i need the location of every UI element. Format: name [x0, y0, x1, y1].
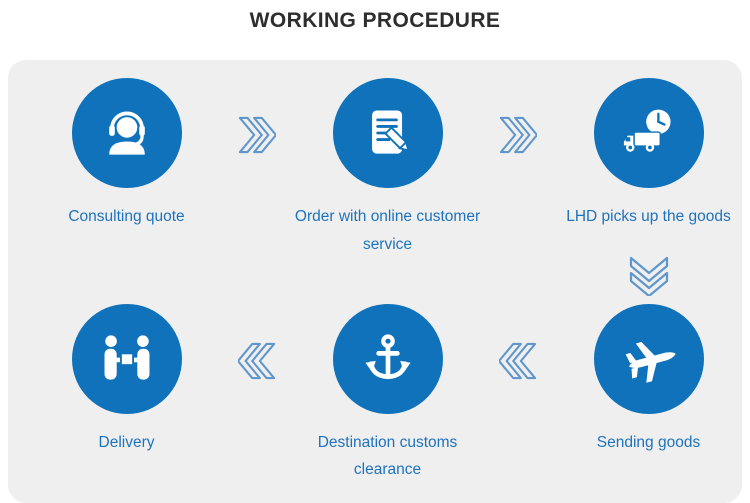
step-label: Destination customs clearance — [317, 433, 458, 479]
delivery-handover-icon — [104, 334, 149, 380]
step-label: Delivery — [98, 433, 155, 451]
step-circle — [332, 78, 443, 188]
step-sending-goods: Sending goods — [546, 303, 750, 496]
truck-clock-icon — [622, 109, 671, 152]
step-label: Order with online customer service — [294, 208, 481, 253]
step-consulting-quote: Consulting quote — [24, 78, 229, 270]
step-label: LHD picks up the goods — [566, 208, 731, 225]
procedure-panel: Consulting quote — [8, 60, 742, 503]
arrow-sending-to-customs — [490, 304, 546, 496]
arrow-customs-to-delivery — [229, 304, 285, 496]
page-title: WORKING PROCEDURE — [249, 9, 501, 32]
order-document-icon — [371, 110, 410, 154]
double-chevron-left-icon — [238, 342, 276, 379]
step-label: Sending goods — [596, 433, 701, 451]
step-lhd-pickup: LHD picks up the goods — [546, 78, 750, 270]
arrow-consulting-to-order — [229, 78, 285, 270]
double-chevron-down-icon — [629, 256, 668, 296]
step-order-online: Order with online customer service — [285, 78, 490, 270]
step-circle — [332, 303, 443, 414]
step-delivery: Delivery — [24, 303, 229, 496]
headset-icon — [108, 111, 145, 155]
double-chevron-right-icon — [499, 116, 537, 154]
anchor-icon — [365, 333, 410, 379]
double-chevron-left-icon — [499, 342, 537, 379]
step-circle — [593, 303, 704, 414]
step-circle — [71, 78, 182, 188]
airplane-icon — [625, 341, 676, 383]
double-chevron-right-icon — [238, 116, 276, 154]
arrow-pickup-to-sending — [546, 256, 750, 304]
step-label: Consulting quote — [68, 208, 185, 225]
arrow-order-to-pickup — [490, 78, 546, 270]
step-destination-customs: Destination customs clearance — [285, 303, 490, 496]
step-circle — [71, 303, 182, 414]
step-circle — [593, 78, 704, 188]
